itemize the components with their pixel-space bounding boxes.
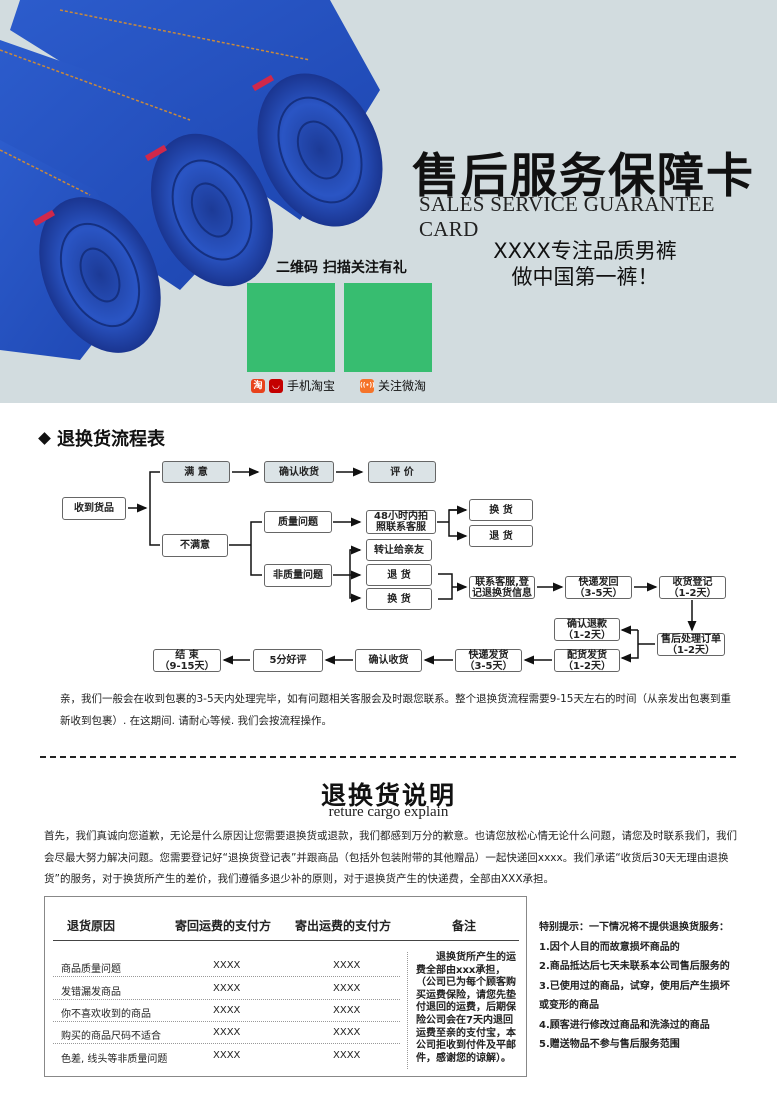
flow-node-confirm-receipt-bottom: 确认收货 — [355, 649, 422, 672]
flow-node-satisfied: 满 意 — [162, 461, 230, 483]
flow-title-text: 退换货流程表 — [57, 429, 165, 450]
qr-heading: 二维码 扫描关注有礼 — [276, 260, 407, 276]
card-title: 售后服务保障卡 — [412, 149, 755, 204]
tmall-icon: ◡ — [269, 378, 283, 393]
table-header-note: 备注 — [452, 919, 477, 933]
table-row: 你不喜欢收到的商品 XXXX XXXX — [53, 999, 400, 1022]
cell-send-fee: XXXX — [333, 1005, 361, 1016]
flow-node-non-quality-issue: 非质量问题 — [264, 564, 332, 587]
cell-return-fee: XXXX — [213, 1027, 241, 1038]
shipping-fee-table: 退货原因 寄回运费的支付方 寄出运费的支付方 备注 商品质量问题 XXXX XX… — [44, 896, 527, 1077]
explain-subtitle: reture cargo explain — [328, 804, 449, 820]
flow-node-end: 结 束 （9-15天） — [153, 649, 221, 672]
weitao-icon: ((•)) — [360, 378, 375, 393]
cell-return-fee: XXXX — [213, 1050, 241, 1061]
flow-node-confirm-receipt-top: 确认收货 — [264, 461, 334, 483]
flow-node-return-a: 退 货 — [469, 525, 533, 547]
explain-paragraph: 首先，我们真诚向您道歉，无论是什么原因让您需要退换货或退款，我们都感到万分的歉意… — [44, 830, 737, 885]
tip-item: 5.赠送物品不参与售后服务范围 — [539, 1039, 680, 1050]
diamond-bullet-icon — [38, 431, 51, 445]
table-header-return-fee: 寄回运费的支付方 — [175, 919, 272, 933]
cell-send-fee: XXXX — [333, 960, 361, 971]
flow-node-express-ship: 快递发货 （3-5天） — [455, 649, 522, 672]
qr-label-text: 关注微淘 — [378, 379, 427, 393]
table-row: 发错漏发商品 XXXX XXXX — [53, 977, 400, 1000]
table-header-send-fee: 寄出运费的支付方 — [295, 919, 392, 933]
slogan: XXXX专注品质男裤 做中国第一裤！ — [470, 238, 700, 290]
flow-node-ship-back: 快递发回 （3-5天） — [565, 576, 632, 599]
cell-reason: 商品质量问题 — [61, 964, 121, 975]
flow-node-pick-ship: 配货发货 （1-2天） — [554, 649, 620, 672]
flow-node-exchange-b: 换 货 — [366, 588, 432, 610]
cell-send-fee: XXXX — [333, 1050, 361, 1061]
flow-node-contact-register: 联系客服,登 记退换货信息 — [469, 576, 535, 599]
flow-node-confirm-refund: 确认退款 （1-2天） — [554, 618, 620, 641]
cell-return-fee: XXXX — [213, 960, 241, 971]
table-note: 退换货所产生的运费全部由xxx承担，（公司已为每个顾客购买运费保险，请您先垫付退… — [407, 952, 520, 1069]
cell-reason: 你不喜欢收到的商品 — [61, 1009, 151, 1020]
flow-node-quality-issue: 质量问题 — [264, 511, 332, 533]
table-row: 购买的商品尺码不适合 XXXX XXXX — [53, 1021, 400, 1044]
qr-label-weitao: ((•)) 关注微淘 — [360, 377, 426, 394]
qr-label-text: 手机淘宝 — [287, 379, 336, 393]
tip-item: 2.商品抵达后七天未联系本公司售后服务的 — [539, 961, 730, 972]
tips-heading: 特别提示：一下情况将不提供退换货服务： — [539, 922, 729, 933]
flow-section-title: 退换货流程表 — [38, 425, 165, 451]
qr-label-taobao: 淘 ◡ 手机淘宝 — [251, 377, 335, 394]
flow-connectors — [128, 467, 697, 665]
cell-return-fee: XXXX — [213, 983, 241, 994]
jeans-rolls-image — [0, 0, 383, 360]
flow-node-exchange-a: 换 货 — [469, 499, 533, 521]
flow-node-review: 评 价 — [368, 461, 436, 483]
table-header-rule — [53, 940, 519, 941]
flow-node-transfer: 转让给亲友 — [366, 539, 432, 561]
flow-node-received: 收到货品 — [62, 497, 126, 520]
flow-node-five-star: 5分好评 — [253, 649, 323, 672]
tip-item: 4.顾客进行修改过商品和洗涤过的商品 — [539, 1019, 710, 1031]
cell-send-fee: XXXX — [333, 983, 361, 994]
flow-node-contact-48h: 48小时内拍 照联系客服 — [366, 510, 436, 534]
table-row: 商品质量问题 XXXX XXXX — [53, 954, 400, 977]
cell-return-fee: XXXX — [213, 1005, 241, 1016]
cell-reason: 购买的商品尺码不适合 — [61, 1031, 161, 1042]
section-divider — [40, 756, 736, 758]
header-banner: 售后服务保障卡 SALES SERVICE GUARANTEE CARD XXX… — [0, 0, 777, 403]
explain-title: 退换货说明 — [320, 781, 456, 810]
slogan-line-1: XXXX专注品质男裤 — [493, 239, 677, 263]
cell-send-fee: XXXX — [333, 1027, 361, 1038]
card-title-english: SALES SERVICE GUARANTEE CARD — [419, 192, 715, 241]
tip-item: 3.已使用过的商品，试穿，使用后产生损坏 或变形的商品 — [539, 980, 730, 1012]
taobao-icon: 淘 — [251, 378, 265, 393]
cell-reason: 发错漏发商品 — [61, 987, 121, 998]
table-header-reason: 退货原因 — [67, 919, 116, 933]
flow-node-return-b: 退 货 — [366, 564, 432, 586]
flow-node-process-order: 售后处理订单 （1-2天） — [657, 633, 725, 656]
flow-node-receive-register: 收货登记 （1-2天） — [659, 576, 726, 599]
tip-item: 1.因个人目的而故意损坏商品的 — [539, 941, 680, 953]
cell-reason: 色差, 线头等非质量问题 — [61, 1054, 168, 1065]
flow-node-unsatisfied: 不满意 — [162, 534, 228, 557]
slogan-line-2: 做中国第一裤！ — [511, 265, 659, 289]
qr-code-weitao[interactable] — [344, 283, 432, 372]
flow-note: 亲，我们一般会在收到包裹的3-5天内处理完毕，如有问题相关客服会及时跟您联系。整… — [60, 693, 731, 727]
special-tips: 特别提示：一下情况将不提供退换货服务： 1.因个人目的而故意损坏商品的 2.商品… — [539, 918, 769, 1055]
qr-code-taobao[interactable] — [247, 283, 335, 372]
table-row: 色差, 线头等非质量问题 XXXX XXXX — [53, 1044, 400, 1067]
